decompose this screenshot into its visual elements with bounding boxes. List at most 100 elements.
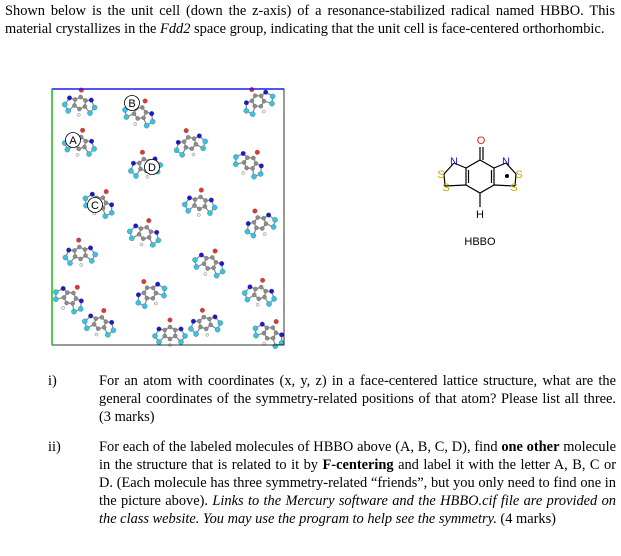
atom bbox=[253, 161, 259, 166]
atom bbox=[127, 228, 133, 235]
atom bbox=[263, 288, 268, 294]
atom bbox=[145, 175, 150, 179]
atom bbox=[273, 319, 279, 325]
atom bbox=[213, 272, 220, 279]
atom bbox=[72, 97, 78, 102]
atom bbox=[144, 285, 150, 290]
atom bbox=[79, 263, 83, 267]
atom bbox=[260, 226, 265, 231]
atom bbox=[141, 279, 147, 285]
molecule-label-a: A bbox=[65, 132, 81, 148]
atom bbox=[193, 142, 199, 147]
atom-h: H bbox=[476, 209, 484, 221]
atom bbox=[258, 284, 264, 290]
atom bbox=[193, 264, 200, 270]
atom bbox=[251, 173, 257, 180]
atom bbox=[62, 254, 69, 261]
atom bbox=[241, 160, 247, 165]
atom bbox=[255, 215, 260, 220]
atom bbox=[135, 116, 140, 121]
atom bbox=[219, 268, 226, 275]
atom bbox=[162, 333, 168, 339]
atom bbox=[208, 322, 213, 328]
atom bbox=[256, 296, 262, 302]
atom bbox=[261, 98, 267, 104]
atom bbox=[211, 204, 218, 211]
atom bbox=[272, 217, 278, 223]
atom bbox=[173, 147, 180, 154]
atom bbox=[233, 161, 239, 167]
atom bbox=[139, 242, 144, 247]
atom bbox=[253, 332, 259, 339]
atom bbox=[253, 286, 258, 292]
atom bbox=[83, 253, 88, 258]
atom bbox=[182, 333, 188, 339]
svg-text:C: C bbox=[91, 200, 99, 212]
atom bbox=[133, 173, 139, 179]
question-1-number: i) bbox=[48, 373, 57, 389]
atom bbox=[140, 236, 146, 241]
atom bbox=[73, 296, 79, 301]
atom bbox=[87, 110, 93, 116]
atom bbox=[156, 339, 162, 345]
atom bbox=[77, 113, 81, 117]
atom bbox=[191, 152, 196, 157]
atom bbox=[185, 135, 191, 140]
atom bbox=[203, 198, 208, 203]
atom bbox=[78, 256, 83, 262]
atom bbox=[65, 290, 70, 295]
atom bbox=[101, 308, 107, 314]
atom bbox=[270, 325, 276, 330]
atom bbox=[266, 212, 272, 218]
atom-s-right-top: S bbox=[515, 169, 522, 181]
atom bbox=[144, 295, 150, 301]
atom-s-right-bottom: S bbox=[510, 182, 517, 194]
atom bbox=[94, 332, 99, 337]
atom bbox=[146, 218, 152, 224]
atom bbox=[89, 258, 95, 264]
atom bbox=[255, 303, 260, 307]
atom bbox=[92, 251, 98, 258]
atom bbox=[189, 146, 195, 151]
atom bbox=[252, 325, 259, 332]
atom bbox=[91, 104, 98, 111]
atom bbox=[208, 197, 214, 203]
atom bbox=[67, 260, 73, 266]
atom bbox=[213, 260, 219, 265]
radical-dot bbox=[505, 174, 509, 178]
atom bbox=[257, 171, 264, 177]
atom bbox=[72, 254, 78, 259]
atom bbox=[241, 171, 245, 175]
atom bbox=[133, 122, 138, 126]
atom bbox=[64, 300, 69, 306]
atom bbox=[279, 332, 285, 338]
atom bbox=[138, 166, 143, 172]
structure-caption: HBBO bbox=[464, 236, 496, 248]
svg-text:A: A bbox=[69, 135, 77, 147]
atom bbox=[135, 300, 142, 306]
atom bbox=[135, 292, 141, 298]
atom bbox=[263, 89, 269, 95]
atom bbox=[78, 94, 83, 100]
atom bbox=[108, 210, 115, 216]
atom bbox=[252, 208, 258, 214]
atom bbox=[149, 111, 155, 117]
atom-s-left-top: S bbox=[437, 169, 444, 181]
atom bbox=[202, 138, 208, 145]
atom bbox=[128, 168, 134, 174]
atom bbox=[88, 245, 93, 251]
atom bbox=[258, 93, 264, 99]
atom bbox=[150, 242, 156, 248]
atom bbox=[191, 136, 197, 141]
atom bbox=[198, 324, 203, 330]
atom bbox=[233, 154, 239, 160]
atom bbox=[264, 336, 270, 341]
atom bbox=[266, 301, 272, 307]
atom bbox=[109, 202, 115, 208]
atom bbox=[161, 285, 168, 292]
atom bbox=[263, 221, 269, 226]
atom bbox=[77, 306, 84, 312]
atom bbox=[95, 326, 101, 331]
atom bbox=[161, 292, 167, 299]
atom bbox=[264, 325, 270, 331]
